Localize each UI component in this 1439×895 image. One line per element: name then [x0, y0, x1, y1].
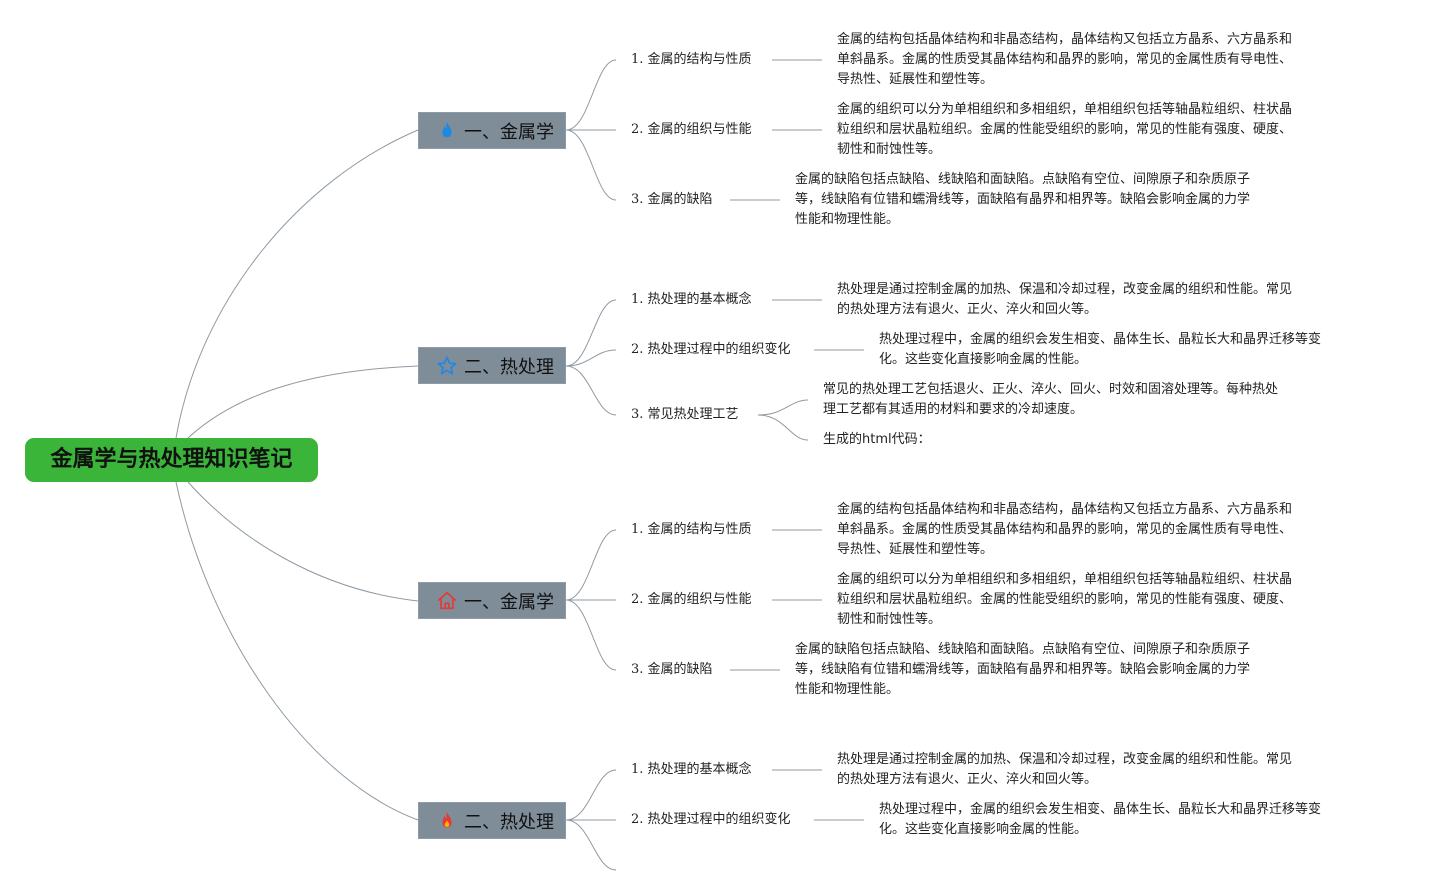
description-line: 金属的结构包括晶体结构和非晶态结构，晶体结构又包括立方晶系、六方晶系和: [837, 502, 1293, 517]
root-to-branch-4-line: [175, 481, 419, 821]
branch-topic-2[interactable]: 二、热处理: [418, 347, 566, 384]
branch-3-to-sub-3-line: [565, 599, 617, 671]
description-b4-2[interactable]: 热处理过程中，金属的组织会发生相变、晶体生长、晶粒长大和晶界迁移等变 化。这些变…: [879, 800, 1321, 840]
description-line: 热处理过程中，金属的组织会发生相变、晶体生长、晶粒长大和晶界迁移等变: [879, 802, 1322, 817]
description-line: 金属的组织可以分为单相组织和多相组织，单相组织包括等轴晶粒组织、柱状晶: [837, 102, 1293, 117]
description-line: 粒组织和层状晶粒组织。金属的性能受组织的影响，常见的性能有强度、硬度、: [837, 122, 1293, 137]
subtopic-b4-1[interactable]: 1. 热处理的基本概念: [631, 762, 752, 777]
description-line: 金属的结构包括晶体结构和非晶态结构，晶体结构又包括立方晶系、六方晶系和: [837, 32, 1293, 47]
description-b2-3-note[interactable]: 生成的html代码：: [823, 430, 931, 450]
branch-title: 二、热处理: [464, 811, 554, 833]
subtopic-b1-1[interactable]: 1. 金属的结构与性质: [631, 52, 752, 67]
description-line: 生成的html代码：: [823, 432, 931, 447]
description-line: 热处理是通过控制金属的加热、保温和冷却过程，改变金属的组织和性能。常见: [837, 752, 1293, 767]
description-line: 的热处理方法有退火、正火、淬火和回火等。: [837, 772, 1098, 787]
branch-3-to-sub-1-line: [565, 529, 617, 601]
subtopic-b4-2[interactable]: 2. 热处理过程中的组织变化: [631, 812, 791, 827]
description-b3-3[interactable]: 金属的缺陷包括点缺陷、线缺陷和面缺陷。点缺陷有空位、间隙原子和杂质原子 等，线缺…: [795, 640, 1250, 700]
subtopic-b2-3[interactable]: 3. 常见热处理工艺: [631, 407, 739, 422]
branch-title: 一、金属学: [464, 121, 554, 143]
branch-title: 二、热处理: [464, 356, 554, 378]
branch-title: 一、金属学: [464, 591, 554, 613]
description-b2-1[interactable]: 热处理是通过控制金属的加热、保温和冷却过程，改变金属的组织和性能。常见 的热处理…: [837, 280, 1292, 320]
branch-topic-3[interactable]: 一、金属学: [418, 582, 566, 619]
branch-2-to-sub-1-line: [565, 299, 617, 367]
subtopic-b3-2[interactable]: 2. 金属的组织与性能: [631, 592, 752, 607]
description-b1-1[interactable]: 金属的结构包括晶体结构和非晶态结构，晶体结构又包括立方晶系、六方晶系和 单斜晶系…: [837, 30, 1292, 90]
description-line: 性能和物理性能。: [795, 682, 900, 697]
description-b2-3[interactable]: 常见的热处理工艺包括退火、正火、淬火、回火、时效和固溶处理等。每种热处 理工艺都…: [823, 380, 1278, 420]
branch-1-to-sub-1-line: [565, 59, 617, 131]
description-line: 粒组织和层状晶粒组织。金属的性能受组织的影响，常见的性能有强度、硬度、: [837, 592, 1293, 607]
subtopic-b3-3[interactable]: 3. 金属的缺陷: [631, 662, 713, 677]
description-b2-2[interactable]: 热处理过程中，金属的组织会发生相变、晶体生长、晶粒长大和晶界迁移等变 化。这些变…: [879, 330, 1321, 370]
description-line: 单斜晶系。金属的性质受其晶体结构和晶界的影响，常见的金属性质有导电性、: [837, 522, 1293, 537]
subtopic-b2-2[interactable]: 2. 热处理过程中的组织变化: [631, 342, 791, 357]
description-b3-1[interactable]: 金属的结构包括晶体结构和非晶态结构，晶体结构又包括立方晶系、六方晶系和 单斜晶系…: [837, 500, 1292, 560]
description-line: 热处理是通过控制金属的加热、保温和冷却过程，改变金属的组织和性能。常见: [837, 282, 1293, 297]
description-line: 韧性和耐蚀性等。: [837, 612, 942, 627]
description-line: 单斜晶系。金属的性质受其晶体结构和晶界的影响，常见的金属性质有导电性、: [837, 52, 1293, 67]
subtopic-b1-2[interactable]: 2. 金属的组织与性能: [631, 122, 752, 137]
description-line: 的热处理方法有退火、正火、淬火和回火等。: [837, 302, 1098, 317]
description-line: 导热性、延展性和塑性等。: [837, 72, 994, 87]
description-line: 化。这些变化直接影响金属的性能。: [879, 822, 1088, 837]
description-line: 热处理过程中，金属的组织会发生相变、晶体生长、晶粒长大和晶界迁移等变: [879, 332, 1322, 347]
root-to-branch-3-line: [187, 481, 419, 602]
description-b3-2[interactable]: 金属的组织可以分为单相组织和多相组织，单相组织包括等轴晶粒组织、柱状晶 粒组织和…: [837, 570, 1292, 630]
b2-sub-3-desc-line-a: [757, 399, 809, 416]
branch-1-to-sub-3-line: [565, 129, 617, 201]
branch-2-to-sub-3-line: [565, 365, 617, 416]
description-line: 等，线缺陷有位错和蠕滑线等，面缺陷有晶界和相界等。缺陷会影响金属的力学: [795, 662, 1251, 677]
branch-2-to-sub-2-line: [565, 349, 617, 367]
branch-4-to-sub-1-line: [565, 769, 617, 821]
subtopic-b1-3[interactable]: 3. 金属的缺陷: [631, 192, 713, 207]
fire-icon: [436, 810, 458, 832]
description-b1-3[interactable]: 金属的缺陷包括点缺陷、线缺陷和面缺陷。点缺陷有空位、间隙原子和杂质原子 等，线缺…: [795, 170, 1250, 230]
star-icon: [436, 355, 458, 377]
root-topic[interactable]: 金属学与热处理知识笔记: [25, 438, 318, 482]
root-to-branch-2-line: [187, 365, 419, 439]
description-line: 等，线缺陷有位错和蠕滑线等，面缺陷有晶界和相界等。缺陷会影响金属的力学: [795, 192, 1251, 207]
home-icon: [436, 590, 458, 612]
flame-icon: [436, 120, 458, 142]
description-line: 理工艺都有其适用的材料和要求的冷却速度。: [823, 402, 1084, 417]
branch-topic-4[interactable]: 二、热处理: [418, 802, 566, 839]
description-line: 性能和物理性能。: [795, 212, 900, 227]
description-line: 导热性、延展性和塑性等。: [837, 542, 994, 557]
description-line: 化。这些变化直接影响金属的性能。: [879, 352, 1088, 367]
description-line: 韧性和耐蚀性等。: [837, 142, 942, 157]
branch-topic-1[interactable]: 一、金属学: [418, 112, 566, 149]
branch-4-to-sub-3-line: [565, 819, 617, 871]
description-line: 金属的组织可以分为单相组织和多相组织，单相组织包括等轴晶粒组织、柱状晶: [837, 572, 1293, 587]
description-line: 金属的缺陷包括点缺陷、线缺陷和面缺陷。点缺陷有空位、间隙原子和杂质原子: [795, 172, 1251, 187]
root-to-branch-1-line: [175, 129, 419, 439]
subtopic-b2-1[interactable]: 1. 热处理的基本概念: [631, 292, 752, 307]
description-line: 常见的热处理工艺包括退火、正火、淬火、回火、时效和固溶处理等。每种热处: [823, 382, 1279, 397]
description-line: 金属的缺陷包括点缺陷、线缺陷和面缺陷。点缺陷有空位、间隙原子和杂质原子: [795, 642, 1251, 657]
b2-sub-3-desc-line-b: [757, 414, 809, 441]
description-b4-1[interactable]: 热处理是通过控制金属的加热、保温和冷却过程，改变金属的组织和性能。常见 的热处理…: [837, 750, 1292, 790]
subtopic-b3-1[interactable]: 1. 金属的结构与性质: [631, 522, 752, 537]
description-b1-2[interactable]: 金属的组织可以分为单相组织和多相组织，单相组织包括等轴晶粒组织、柱状晶 粒组织和…: [837, 100, 1292, 160]
